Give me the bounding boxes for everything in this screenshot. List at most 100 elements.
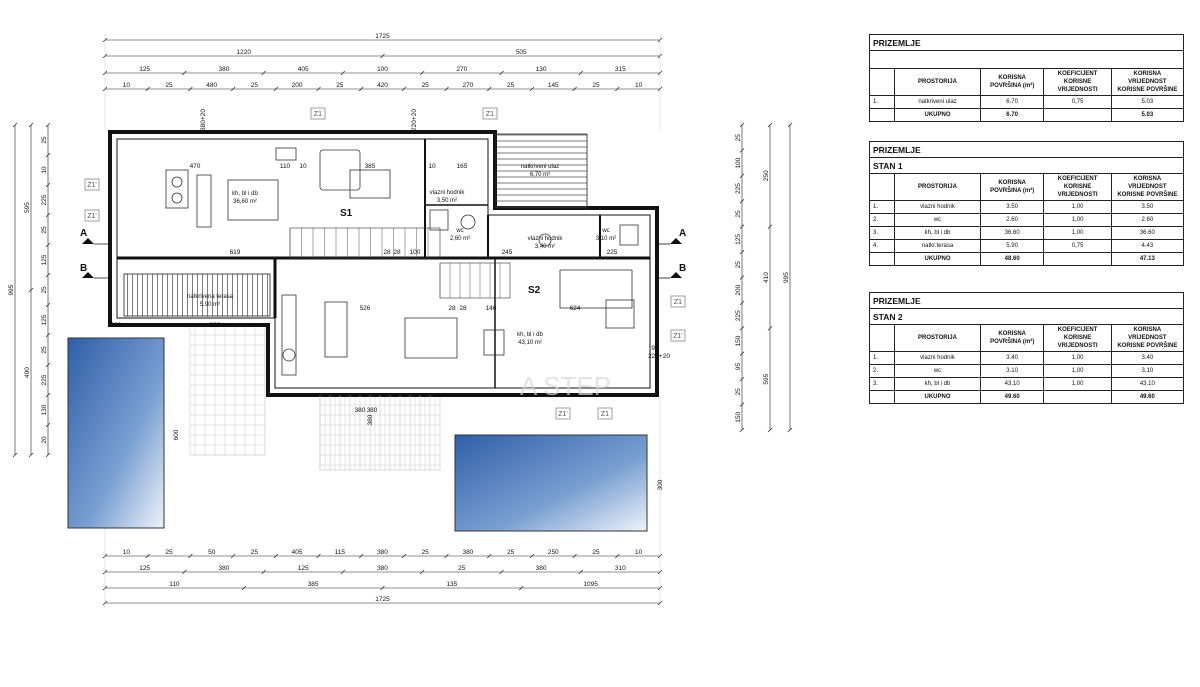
small-dim-value: 380 (355, 407, 366, 414)
dim-left-inner-tick (45, 122, 51, 128)
dim-left-inner-tick (45, 182, 51, 188)
room-name: wc (601, 228, 609, 234)
table-cell: 43.10 (979, 377, 1045, 391)
table-title: PRIZEMLJE (869, 141, 1184, 158)
dim-right-inner-value: 150 (735, 411, 742, 422)
room-area: 6,70 m² (530, 172, 550, 178)
small-dim-value: 619 (230, 249, 241, 256)
table-cell: 43.10 (1110, 377, 1185, 391)
dim-top-row4-value: 480 (206, 82, 217, 89)
table-total-cell (868, 108, 896, 122)
dim-top-row4-tick (572, 86, 577, 92)
dim-bottom-row1-tick (145, 553, 150, 559)
table-cell: 2. (868, 364, 896, 378)
dim-top-row4-tick (615, 86, 620, 92)
unit-label-s2: S2 (528, 285, 541, 296)
dim-right-inner-tick (739, 148, 745, 153)
dim-bottom-row2-tick (578, 569, 583, 575)
window-tag-box (597, 407, 613, 420)
dim-left-inner-value: 25 (41, 136, 48, 144)
dim-top-row4-tick (444, 86, 449, 92)
dim-right-mid-tick (767, 224, 773, 229)
dim-left-inner-tick (45, 272, 51, 278)
table-cell: vlazni hodnik (894, 351, 981, 365)
dim-bottom-row1-tick (444, 553, 449, 559)
table-cell: 2.60 (1110, 213, 1185, 227)
dim-right-inner-tick (739, 122, 745, 128)
dim-bottom-row1-value: 380 (462, 549, 473, 556)
table-header-cell: PROSTORIJA (894, 324, 981, 352)
table-cell: 0,75 (1043, 95, 1112, 109)
dim-top-row3-tick (499, 70, 504, 76)
dim-top-row3-tick (261, 70, 266, 76)
dim-top-row3-value: 100 (377, 66, 388, 73)
dim-bottom-total-value: 1725 (375, 596, 390, 603)
table-subtitle (869, 50, 1184, 69)
table-total-cell: 49.60 (979, 390, 1045, 404)
dim-left-outer-value: 995 (8, 284, 15, 295)
window-tag-label: Z1' (558, 411, 568, 418)
dim-left-inner-value: 25 (41, 286, 48, 294)
table-header-cell: KORISNA VRIJEDNOST KORISNE POVRŠINE (1110, 173, 1185, 201)
dim-bottom-row2-value: 125 (139, 565, 150, 572)
table-cell: 1,00 (1043, 351, 1112, 365)
room-name: wc (455, 228, 463, 234)
dim-left-inner-tick (45, 152, 51, 158)
dim-bottom-row3-value: 110 (169, 581, 180, 588)
small-dim-value: 624 (570, 305, 581, 312)
table-total-cell: 49.60 (1110, 390, 1185, 404)
dim-top-row4-tick (188, 86, 193, 92)
table-cell: 36.60 (1110, 226, 1185, 240)
dim-right-inner-value: 95 (735, 362, 742, 370)
window-tag-label: Z1' (87, 213, 97, 220)
dim-right-inner-tick (739, 300, 745, 306)
room-area: 3,50 m² (437, 198, 457, 204)
dim-bottom-row1-value: 25 (251, 549, 259, 556)
dim-top-row4-value: 25 (507, 82, 515, 89)
window-tag-box (482, 107, 498, 120)
table-cell: 5.90 (979, 239, 1045, 253)
dim-bottom-row2-tick (340, 569, 346, 575)
dim-right-inner-value: 25 (735, 388, 742, 396)
table-total-cell: 48.60 (979, 252, 1045, 266)
dim-bottom-row1-tick (188, 553, 193, 559)
table-cell: 1,00 (1043, 200, 1112, 214)
small-dim-value: 470 (190, 163, 201, 170)
table-cell: 0,75 (1043, 239, 1112, 253)
dim-bottom-row2-value: 125 (298, 565, 309, 572)
dim-top-row3-tick (578, 70, 583, 76)
table-subtitle: STAN 2 (869, 308, 1184, 325)
dim-right-inner-value: 125 (735, 234, 742, 245)
dim-top-row4-value: 25 (422, 82, 430, 89)
dim-top-row4-value: 25 (165, 82, 173, 89)
dim-right-inner-tick (739, 199, 745, 204)
table-total-cell (1043, 252, 1112, 266)
paving-area (189, 324, 266, 456)
dim-top-row2-value: 505 (516, 49, 527, 56)
dim-left-inner-tick (45, 212, 51, 218)
small-dim-value: 220+20 (411, 109, 418, 131)
table-total-cell: UKUPNO (894, 108, 981, 122)
table-total-cell (868, 252, 896, 266)
small-dim-value: 28 (459, 305, 467, 312)
table-header-cell: PROSTORIJA (894, 68, 981, 96)
dim-bottom-row2-value: 310 (615, 565, 626, 572)
dim-bottom-row1-tick (358, 553, 364, 559)
dim-bottom-row2-tick (261, 569, 266, 575)
dim-bottom-row1-tick (615, 553, 620, 559)
table-cell: 2.60 (979, 213, 1045, 227)
table-cell: 3.50 (979, 200, 1045, 214)
dim-bottom-row1-value: 10 (123, 549, 131, 556)
dim-right-mid-value: 410 (763, 272, 770, 283)
furniture-s1 (165, 147, 476, 231)
